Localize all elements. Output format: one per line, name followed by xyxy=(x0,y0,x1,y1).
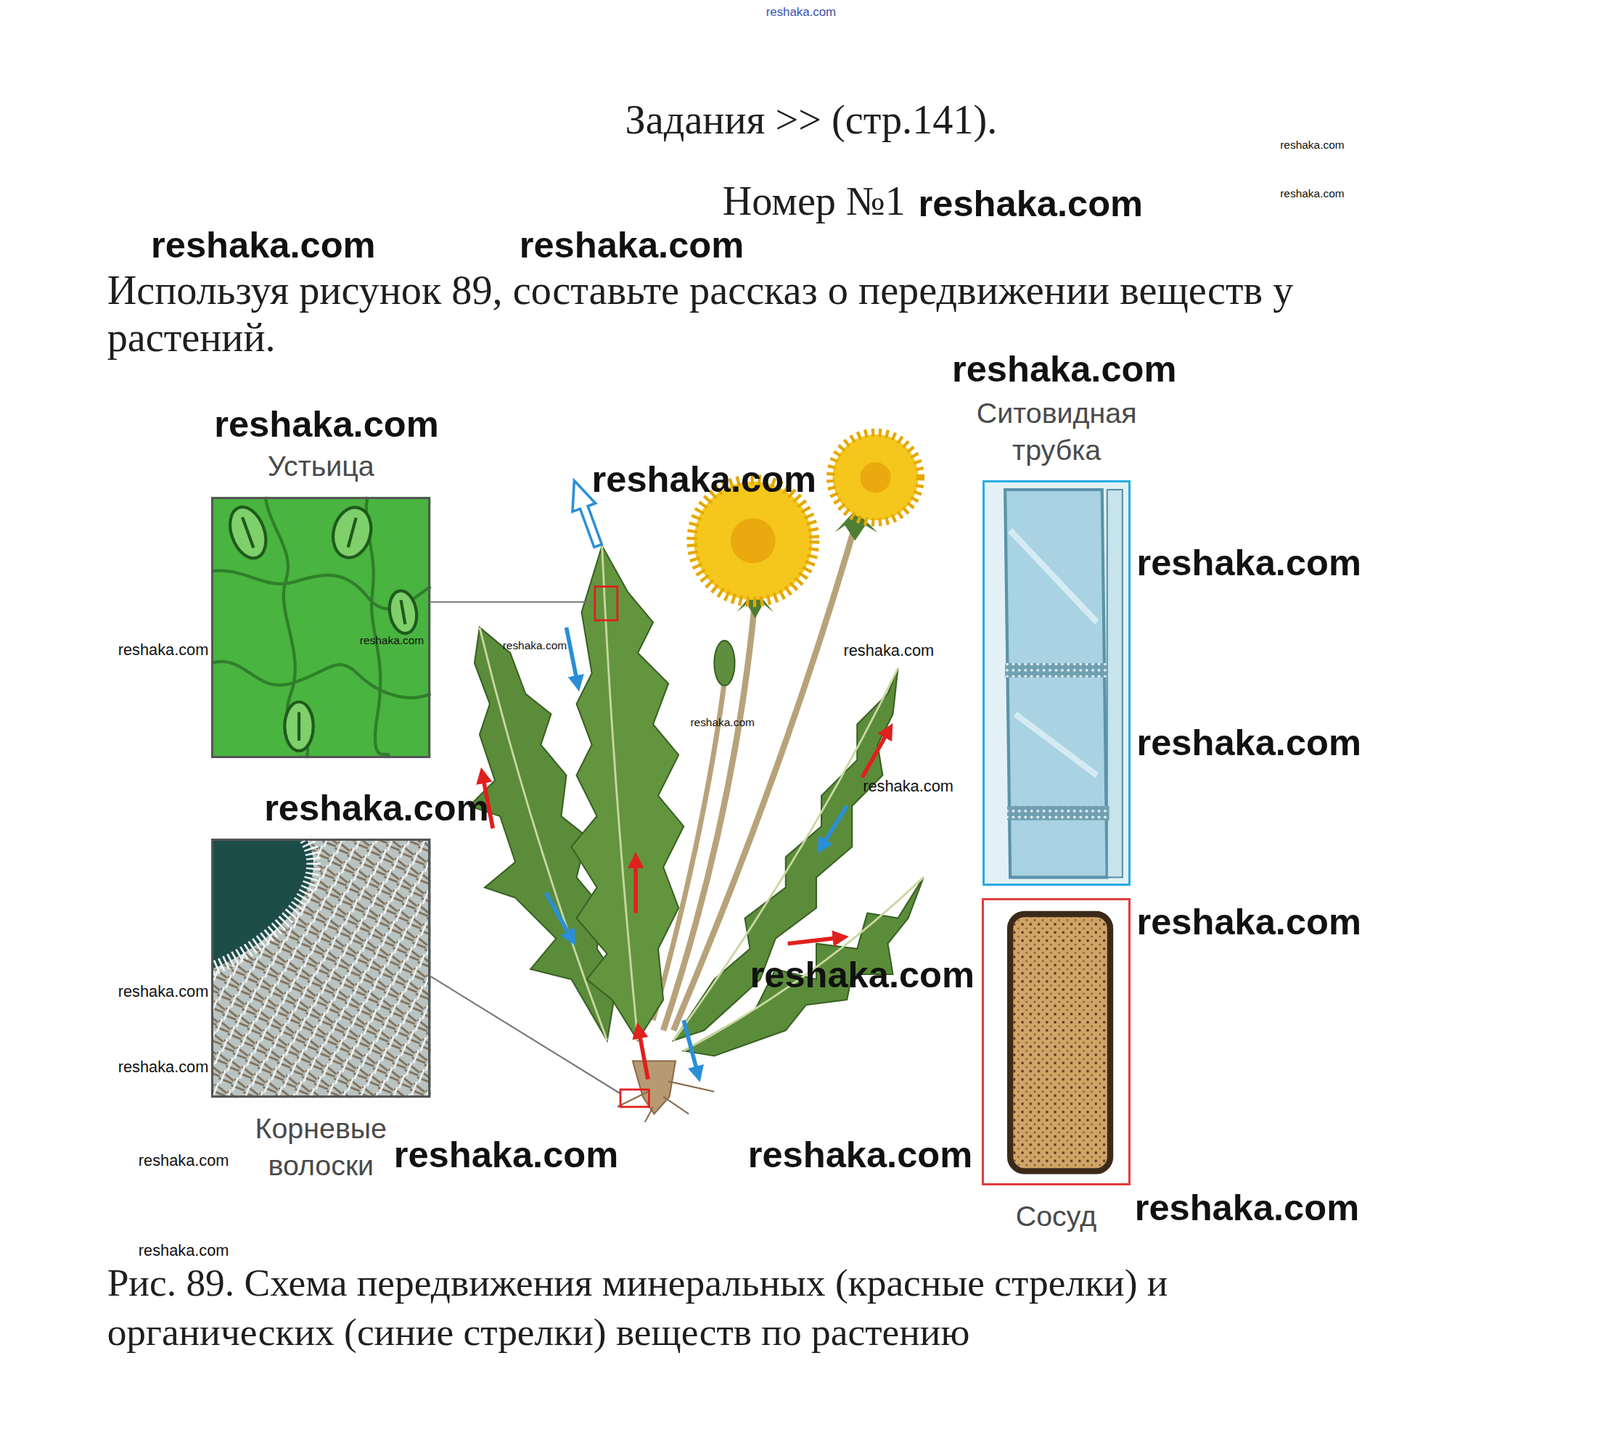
watermark: reshaka.com xyxy=(519,223,744,266)
task-number: Номер №1 xyxy=(722,177,906,225)
dandelion-drawing xyxy=(571,545,685,1041)
watermark: reshaka.com xyxy=(1137,542,1362,585)
mineral-arrows xyxy=(482,730,889,1080)
organic-arrows xyxy=(683,1020,699,1075)
stoma-image xyxy=(297,712,301,741)
stoma-image xyxy=(211,497,431,759)
sieve-tube-image xyxy=(1107,489,1123,878)
watermark: reshaka.com xyxy=(138,1152,230,1171)
sieve-tube-image xyxy=(982,480,1131,886)
organic-arrows xyxy=(545,627,847,1075)
watermark: reshaka.com xyxy=(918,182,1143,225)
watermark: reshaka.com xyxy=(118,982,209,1001)
stoma-image xyxy=(327,503,377,563)
watermark: reshaka.com xyxy=(118,640,209,659)
page-heading: Задания >> (стр.141). xyxy=(625,95,998,143)
stoma-image xyxy=(211,497,431,759)
inset-label: Сосуд xyxy=(1015,1198,1097,1236)
dandelion-drawing xyxy=(830,432,921,523)
watermark: reshaka.com xyxy=(766,5,837,19)
task-text: Используя рисунок 89, составьте рассказ … xyxy=(107,267,1424,361)
sieve-tube-image xyxy=(1010,530,1098,776)
inset-frame xyxy=(211,838,431,1098)
watermark: reshaka.com xyxy=(862,777,954,797)
inset-panel: Устьица xyxy=(211,447,431,759)
organic-arrows xyxy=(545,892,572,939)
dandelion-drawing xyxy=(730,518,776,564)
root-hairs-image xyxy=(211,838,431,1098)
organic-arrows xyxy=(565,627,577,684)
dandelion-drawing xyxy=(833,434,919,521)
watermark: reshaka.com xyxy=(750,954,975,997)
inset-panel: Корневые волоски xyxy=(211,838,431,1184)
watermark: reshaka.com xyxy=(1134,1187,1360,1230)
watermark: reshaka.com xyxy=(118,1057,209,1077)
root-hairs-image xyxy=(211,838,314,970)
mineral-arrows xyxy=(862,730,889,778)
stoma-image xyxy=(386,588,420,636)
inset-frame xyxy=(981,898,1131,1187)
stoma-image xyxy=(223,502,273,564)
stoma-image xyxy=(223,502,273,564)
inset-frame xyxy=(982,480,1131,886)
stoma-image xyxy=(327,503,377,563)
organic-arrows xyxy=(821,806,847,847)
stoma-image xyxy=(242,517,254,548)
leader-lines xyxy=(430,976,621,1095)
figure-caption: Рис. 89. Схема передвижения минеральных … xyxy=(107,1258,1333,1357)
inset-frame xyxy=(211,497,431,759)
vessel-image xyxy=(1010,914,1111,1172)
sieve-tube-image xyxy=(1007,806,1110,821)
watermark: reshaka.com xyxy=(1137,901,1362,944)
inset-label: Ситовидная трубка xyxy=(954,394,1159,469)
leader-lines xyxy=(620,1089,649,1108)
watermark: reshaka.com xyxy=(359,634,424,648)
watermark: reshaka.com xyxy=(138,1242,230,1261)
inset-label: Корневые волоски xyxy=(211,1110,431,1184)
watermark: reshaka.com xyxy=(1280,138,1344,152)
watermark: reshaka.com xyxy=(264,787,489,830)
watermark: reshaka.com xyxy=(690,716,754,730)
stoma-image xyxy=(284,702,313,752)
watermark: reshaka.com xyxy=(214,403,439,446)
mineral-arrows xyxy=(788,937,841,944)
dandelion-drawing xyxy=(714,640,735,686)
stoma-image xyxy=(401,600,406,625)
vessel-image xyxy=(981,898,1131,1187)
watermark: reshaka.com xyxy=(502,639,567,653)
leader-lines xyxy=(430,587,649,1108)
sieve-tube-image xyxy=(982,480,1131,886)
dandelion-drawing xyxy=(469,432,924,1123)
inset-panel: Сосуд xyxy=(954,898,1159,1236)
mineral-arrows xyxy=(638,1030,648,1080)
watermark: reshaka.com xyxy=(1280,187,1344,201)
watermark: reshaka.com xyxy=(1137,721,1362,765)
stoma-image xyxy=(284,702,313,752)
leader-lines xyxy=(430,601,595,603)
vessel-image xyxy=(1012,917,1107,1169)
stoma-image xyxy=(211,661,431,699)
root-hairs-image xyxy=(211,838,431,1098)
watermark: reshaka.com xyxy=(952,348,1177,391)
stoma-image xyxy=(348,518,357,548)
dandelion-drawing xyxy=(859,462,891,493)
mineral-arrows xyxy=(633,859,638,913)
stoma-image xyxy=(386,588,420,636)
dandelion-drawing xyxy=(617,1081,715,1123)
watermark: reshaka.com xyxy=(843,642,934,661)
sieve-tube-image xyxy=(1004,663,1108,678)
vessel-image xyxy=(981,898,1131,1187)
watermark: reshaka.com xyxy=(394,1134,619,1177)
leader-lines xyxy=(595,587,618,621)
watermark: reshaka.com xyxy=(592,458,817,501)
root-hairs-image xyxy=(211,838,431,1098)
watermark: reshaka.com xyxy=(748,1134,973,1177)
inset-panel: Ситовидная трубка xyxy=(954,394,1159,886)
inset-label: Устьица xyxy=(267,447,375,485)
watermark: reshaka.com xyxy=(150,223,376,266)
